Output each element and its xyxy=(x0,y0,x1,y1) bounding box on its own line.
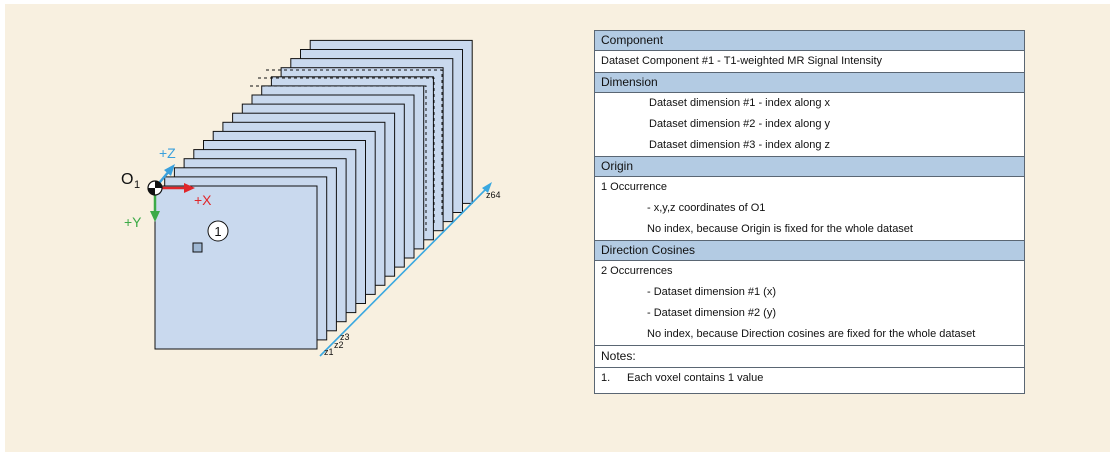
direction-cosines-occurrence: 2 Occurrences xyxy=(601,265,673,277)
origin-occurrence: 1 Occurrence xyxy=(601,181,668,193)
notes-body: 1. Each voxel contains 1 value xyxy=(595,368,1024,393)
voxel xyxy=(192,242,203,253)
dimension-line-1: Dataset dimension #1 - index along x xyxy=(649,97,830,109)
notes-header: Notes: xyxy=(595,346,1024,368)
x-axis-label: +X xyxy=(194,192,212,208)
omitted-slice-indicator xyxy=(258,77,435,226)
voxel-callout-number: 1 xyxy=(214,224,221,239)
origin-line-2: No index, because Origin is fixed for th… xyxy=(647,223,913,235)
z-label-second: z2 xyxy=(334,340,344,350)
dimension-header: Dimension xyxy=(595,73,1024,93)
omitted-slice-indicator xyxy=(250,85,427,234)
z-axis-label: +Z xyxy=(159,145,176,161)
slice-stack xyxy=(154,39,473,350)
direction-cosines-line-2: - Dataset dimension #2 (y) xyxy=(647,307,776,319)
z-axis-arrowhead xyxy=(482,182,492,193)
origin-header: Origin xyxy=(595,157,1024,177)
origin-body: 1 Occurrence - x,y,z coordinates of O1 N… xyxy=(595,177,1024,241)
origin-subscript: 1 xyxy=(134,179,140,191)
component-line: Dataset Component #1 - T1-weighted MR Si… xyxy=(601,55,883,67)
dimension-body: Dataset dimension #1 - index along x Dat… xyxy=(595,93,1024,157)
y-axis-label: +Y xyxy=(124,214,142,230)
omitted-slice-indicator xyxy=(266,69,443,218)
origin-label: O xyxy=(121,171,133,188)
component-header: Component xyxy=(595,31,1024,51)
dimension-line-2: Dataset dimension #2 - index along y xyxy=(649,118,830,130)
slice-frame xyxy=(154,185,318,350)
origin-marker xyxy=(147,180,163,196)
x-direction-arrowhead xyxy=(184,183,195,193)
direction-cosines-body: 2 Occurrences - Dataset dimension #1 (x)… xyxy=(595,261,1024,346)
direction-cosines-header: Direction Cosines xyxy=(595,241,1024,261)
z-label-third: z3 xyxy=(340,332,350,342)
z-label-last: z64 xyxy=(486,190,501,200)
direction-cosines-line-3: No index, because Direction cosines are … xyxy=(647,328,976,340)
z-axis-line xyxy=(319,184,491,357)
z-direction-arrowhead xyxy=(164,164,175,176)
y-direction-arrowhead xyxy=(150,211,160,222)
z-label-first: z1 xyxy=(324,347,334,357)
direction-cosines-line-1: - Dataset dimension #1 (x) xyxy=(647,286,776,298)
dimension-line-3: Dataset dimension #3 - index along z xyxy=(649,139,830,151)
volume-diagram: z1 z2 z3 z64 +Z +X +Y O 1 1 xyxy=(121,39,501,357)
note-item-1: 1. Each voxel contains 1 value xyxy=(595,368,1024,389)
note-number: 1. xyxy=(601,372,611,384)
note-text: Each voxel contains 1 value xyxy=(627,372,764,384)
metadata-table: Component Dataset Component #1 - T1-weig… xyxy=(594,30,1025,394)
origin-line-1: - x,y,z coordinates of O1 xyxy=(647,202,766,214)
voxel-callout-circle xyxy=(207,220,229,242)
component-body: Dataset Component #1 - T1-weighted MR Si… xyxy=(595,51,1024,73)
